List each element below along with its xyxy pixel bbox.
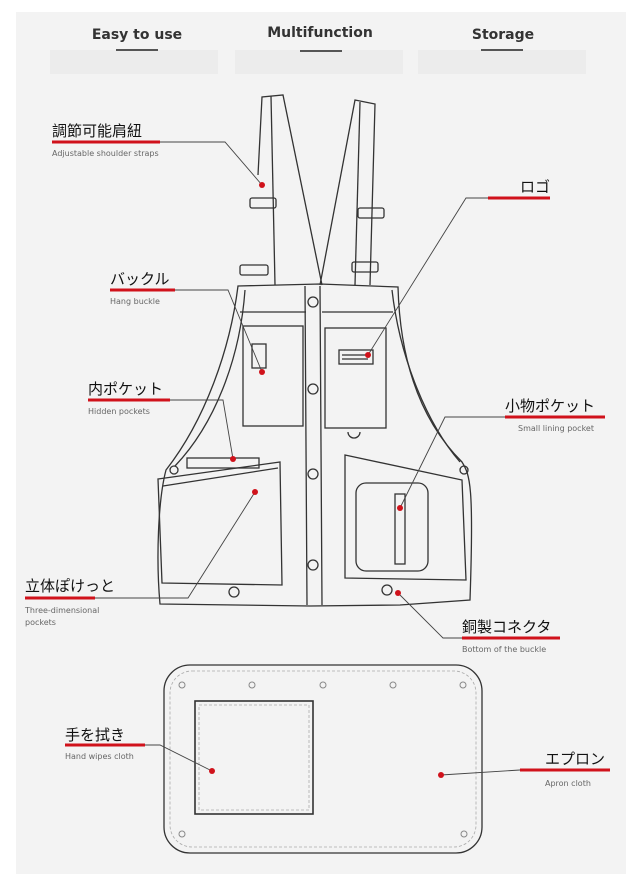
feature-underline <box>481 49 523 51</box>
shoulder-straps <box>239 94 385 286</box>
red-underlines <box>25 140 610 772</box>
feature-underline <box>116 49 158 51</box>
label-3d-en-1: Three-dimensional <box>25 606 100 615</box>
feature-bar-3 <box>418 50 586 74</box>
label-buckle-en: Hang buckle <box>110 297 160 306</box>
feature-underline <box>300 50 342 52</box>
feature-bar-2 <box>235 50 403 74</box>
label-wipes-jp: 手を拭き <box>65 726 126 744</box>
label-small-en: Small lining pocket <box>518 424 594 433</box>
feature-bar-1 <box>50 50 218 74</box>
feature-easy-to-use: Easy to use <box>91 27 183 43</box>
vest-body <box>157 283 473 607</box>
label-apron-en: Apron cloth <box>545 779 591 788</box>
callout-dots <box>209 182 444 778</box>
label-connector-en: Bottom of the buckle <box>462 645 547 654</box>
label-3d-jp: 立体ぽけっと <box>25 577 116 595</box>
label-apron-jp: エプロン <box>545 750 606 768</box>
label-straps-en: Adjustable shoulder straps <box>52 149 159 158</box>
label-3d-en-2: pockets <box>25 618 56 627</box>
label-logo-jp: ロゴ <box>520 178 551 196</box>
label-hidden-jp: 内ポケット <box>88 380 164 398</box>
label-hidden-en: Hidden pockets <box>88 407 150 416</box>
leader-lines <box>95 141 521 776</box>
label-wipes-en: Hand wipes cloth <box>65 752 134 761</box>
label-small-jp: 小物ポケット <box>505 397 596 415</box>
label-buckle-jp: バックル <box>110 270 170 288</box>
feature-storage: Storage <box>471 27 535 43</box>
label-straps-jp: 調節可能肩紐 <box>52 122 143 140</box>
feature-multifunction: Multifunction <box>267 25 373 41</box>
label-connector-jp: 銅製コネクタ <box>462 618 552 636</box>
apron-drawing <box>163 664 483 854</box>
